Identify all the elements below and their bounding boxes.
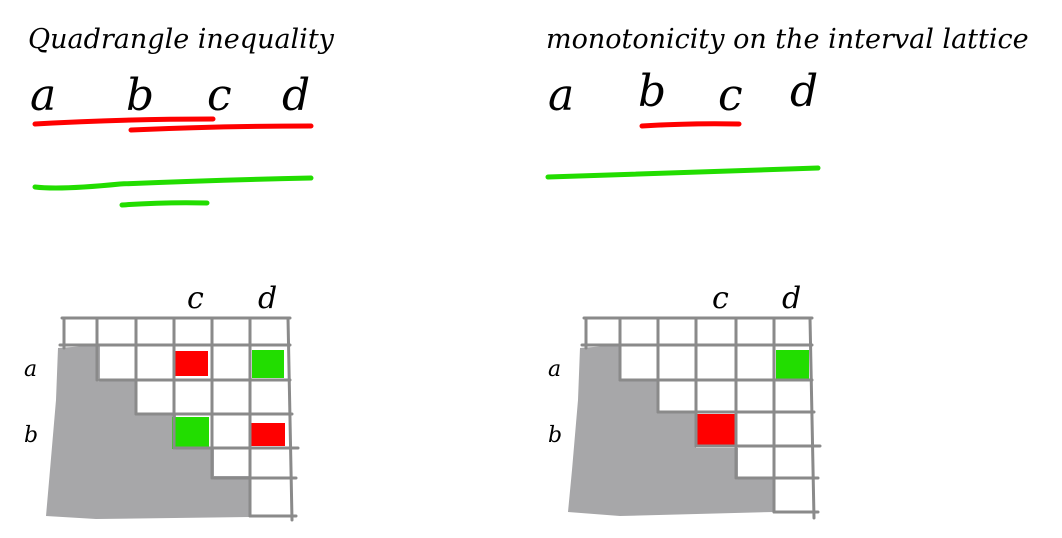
left-gray-lower-triangle [46, 345, 250, 519]
left-red-interval-ac [32, 116, 216, 127]
right-grid-row-label-b: b [548, 423, 562, 448]
left-grid-row-label-a: a [24, 357, 37, 382]
right-letter-b: b [638, 66, 666, 117]
left-grid-col-label-c: c [187, 281, 204, 316]
left-grid-lines [58, 316, 300, 522]
left-letter-c: c [207, 70, 232, 121]
right-red-cell-bc [696, 414, 736, 446]
right-panel: monotonicity on the interval lattice a b… [545, 24, 1029, 520]
right-grid-col-label-d: d [782, 281, 801, 316]
right-grid-lines [580, 316, 822, 520]
left-green-cell-ad [252, 350, 284, 378]
right-title: monotonicity on the interval lattice [546, 24, 1029, 55]
left-panel: Quadrangle inequality a b c d c d a b [24, 24, 335, 522]
left-green-interval-bc [119, 200, 210, 208]
left-letter-b: b [126, 70, 154, 121]
right-green-interval-ad [545, 165, 821, 180]
right-letter-d: d [790, 66, 818, 117]
left-title: Quadrangle inequality [28, 24, 335, 55]
right-gray-lower-triangle [568, 345, 774, 516]
right-letter-a: a [548, 70, 574, 121]
left-red-cell-ac [173, 351, 208, 376]
left-grid-row-label-b: b [24, 423, 38, 448]
right-letter-c: c [718, 70, 743, 121]
right-grid-col-label-c: c [712, 281, 729, 316]
right-grid-row-label-a: a [548, 357, 561, 382]
left-green-interval-ad [32, 175, 314, 191]
left-green-cell-bc [172, 417, 209, 449]
right-red-interval-bc [639, 121, 742, 129]
left-letter-a: a [30, 70, 56, 121]
right-green-cell-ad [776, 350, 809, 380]
left-letter-d: d [282, 70, 310, 121]
left-grid-col-label-d: d [258, 281, 277, 316]
left-red-cell-bd [250, 423, 285, 446]
left-red-interval-bd [128, 123, 314, 133]
